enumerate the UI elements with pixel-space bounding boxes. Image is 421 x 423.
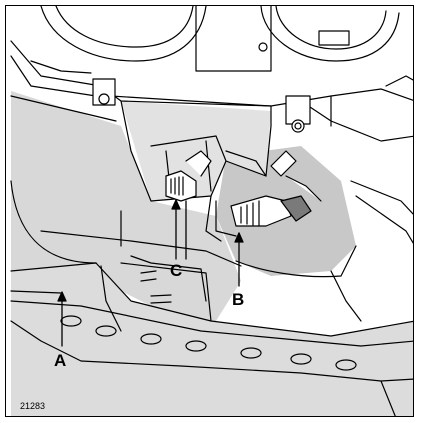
floor-base: [10, 290, 413, 416]
shading: [11, 91, 413, 416]
diagram-frame: A C B 21283: [5, 5, 414, 417]
arrowhead-a: [57, 291, 67, 302]
leader-lines: [57, 199, 244, 347]
dashboard-illustration: [10, 6, 413, 416]
connector-b: [230, 150, 322, 227]
lower-panel: [10, 180, 413, 337]
dashboard-frame: [10, 40, 413, 244]
callout-b: B: [232, 290, 245, 309]
arrowhead-b: [234, 232, 244, 243]
callout-c: C: [170, 261, 183, 280]
callout-a: A: [54, 351, 67, 370]
arrowhead-c-1: [171, 199, 181, 210]
instrument-cluster: [40, 6, 400, 72]
connector-c: [165, 150, 212, 202]
mounting-brackets: [92, 78, 311, 133]
figure-number: 21283: [20, 401, 46, 411]
